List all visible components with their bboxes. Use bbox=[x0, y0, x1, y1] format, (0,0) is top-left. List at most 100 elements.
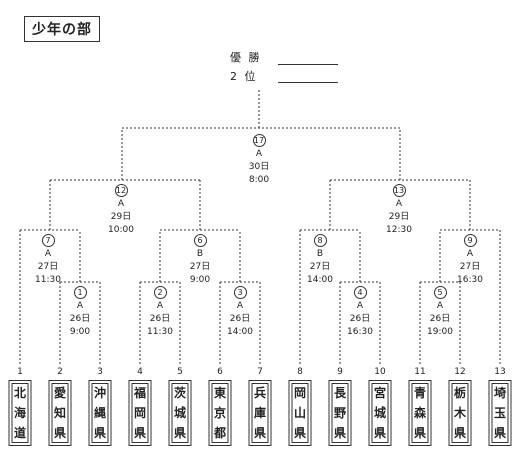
team-name-char: 県 bbox=[173, 426, 186, 440]
match-6-court: B bbox=[196, 249, 204, 259]
match-7-day: 27日 bbox=[37, 262, 59, 272]
match-3-court: A bbox=[236, 301, 244, 311]
match-17-number: 17 bbox=[252, 134, 266, 147]
runner-up-line bbox=[278, 82, 338, 83]
match-9-court: A bbox=[466, 249, 474, 259]
team-name-char: 京 bbox=[213, 406, 226, 420]
team-aomori: 青森県 bbox=[408, 380, 432, 446]
match-12-number: 12 bbox=[114, 184, 128, 197]
match-2-time: 11:30 bbox=[147, 327, 173, 337]
team-name-char: 県 bbox=[373, 426, 386, 440]
match-8-number: 8 bbox=[313, 234, 327, 247]
team-name-char: 県 bbox=[53, 426, 66, 440]
match-9-label: 9 A 27日 16:30 bbox=[440, 234, 500, 287]
team-tokyo: 東京都 bbox=[208, 380, 232, 446]
match-9-day: 27日 bbox=[459, 262, 481, 272]
match-5-day: 26日 bbox=[429, 314, 451, 324]
match-17-day: 30日 bbox=[248, 162, 270, 172]
team-name-char: 野 bbox=[333, 406, 346, 420]
match-6-number: 6 bbox=[193, 234, 207, 247]
match-5-number: 5 bbox=[433, 286, 447, 299]
match-7-time: 11:30 bbox=[35, 275, 61, 285]
team-name-char: 兵 bbox=[253, 386, 266, 400]
seed-7: 7 bbox=[257, 367, 263, 377]
seed-9: 9 bbox=[337, 367, 343, 377]
team-name-char: 縄 bbox=[93, 406, 106, 420]
team-hokkaido: 北海道 bbox=[8, 380, 32, 446]
team-name-char: 森 bbox=[413, 406, 426, 420]
team-name-char: 長 bbox=[333, 386, 346, 400]
match-8-day: 27日 bbox=[309, 262, 331, 272]
team-name-char: 青 bbox=[413, 386, 426, 400]
match-13-label: 13 A 29日 12:30 bbox=[369, 184, 429, 237]
team-name-char: 都 bbox=[213, 426, 226, 440]
team-name-char: 木 bbox=[453, 406, 466, 420]
team-nagano: 長野県 bbox=[328, 380, 352, 446]
team-name-char: 県 bbox=[253, 426, 266, 440]
match-2-day: 26日 bbox=[149, 314, 171, 324]
runner-up-label: 2 位 bbox=[230, 70, 258, 83]
match-8-court: B bbox=[316, 249, 324, 259]
team-aichi: 愛知県 bbox=[48, 380, 72, 446]
match-6-time: 9:00 bbox=[189, 275, 211, 285]
team-name-char: 城 bbox=[173, 406, 186, 420]
match-1-number: 1 bbox=[73, 286, 87, 299]
match-1-label: 1 A 26日 9:00 bbox=[50, 286, 110, 339]
match-1-time: 9:00 bbox=[69, 327, 91, 337]
match-9-number: 9 bbox=[463, 234, 477, 247]
match-13-court: A bbox=[395, 199, 403, 209]
team-name-char: 県 bbox=[93, 426, 106, 440]
seed-2: 2 bbox=[57, 367, 63, 377]
seed-4: 4 bbox=[137, 367, 143, 377]
match-3-label: 3 A 26日 14:00 bbox=[210, 286, 270, 339]
match-1-court: A bbox=[76, 301, 84, 311]
team-name-char: 知 bbox=[53, 406, 66, 420]
match-5-time: 19:00 bbox=[427, 327, 453, 337]
team-name-char: 沖 bbox=[93, 386, 106, 400]
match-4-court: A bbox=[356, 301, 364, 311]
match-7-court: A bbox=[44, 249, 52, 259]
seed-8: 8 bbox=[297, 367, 303, 377]
team-name-char: 北 bbox=[13, 386, 26, 400]
seed-10: 10 bbox=[374, 367, 386, 377]
match-12-court: A bbox=[117, 199, 125, 209]
team-miyagi: 宮城県 bbox=[368, 380, 392, 446]
match-4-time: 16:30 bbox=[347, 327, 373, 337]
seed-1: 1 bbox=[17, 367, 23, 377]
seed-12: 12 bbox=[454, 367, 466, 377]
team-name-char: 福 bbox=[133, 386, 146, 400]
match-5-court: A bbox=[436, 301, 444, 311]
winner-label: 優 勝 bbox=[230, 51, 262, 64]
team-name-char: 県 bbox=[133, 426, 146, 440]
team-okayama: 岡山県 bbox=[288, 380, 312, 446]
seed-6: 6 bbox=[217, 367, 223, 377]
team-name-char: 道 bbox=[13, 426, 26, 440]
match-2-number: 2 bbox=[153, 286, 167, 299]
match-2-label: 2 A 26日 11:30 bbox=[130, 286, 190, 339]
seed-3: 3 bbox=[97, 367, 103, 377]
team-name-char: 宮 bbox=[373, 386, 386, 400]
match-17-time: 8:00 bbox=[248, 175, 270, 185]
match-13-day: 29日 bbox=[388, 212, 410, 222]
match-17-label: 17 A 30日 8:00 bbox=[229, 134, 289, 187]
team-name-char: 県 bbox=[333, 426, 346, 440]
team-name-char: 埼 bbox=[493, 386, 506, 400]
seed-11: 11 bbox=[414, 367, 426, 377]
team-name-char: 海 bbox=[13, 406, 26, 420]
match-9-time: 16:30 bbox=[457, 275, 483, 285]
match-3-number: 3 bbox=[233, 286, 247, 299]
team-name-char: 茨 bbox=[173, 386, 186, 400]
team-ibaraki: 茨城県 bbox=[168, 380, 192, 446]
match-3-day: 26日 bbox=[229, 314, 251, 324]
section-title: 少年の部 bbox=[24, 16, 100, 42]
winner-line bbox=[278, 64, 338, 65]
match-13-time: 12:30 bbox=[386, 225, 412, 235]
match-8-label: 8 B 27日 14:00 bbox=[290, 234, 350, 287]
team-fukuoka: 福岡県 bbox=[128, 380, 152, 446]
match-1-day: 26日 bbox=[69, 314, 91, 324]
match-2-court: A bbox=[156, 301, 164, 311]
match-4-label: 4 A 26日 16:30 bbox=[330, 286, 390, 339]
match-12-label: 12 A 29日 10:00 bbox=[91, 184, 151, 237]
team-name-char: 県 bbox=[293, 426, 306, 440]
match-4-number: 4 bbox=[353, 286, 367, 299]
